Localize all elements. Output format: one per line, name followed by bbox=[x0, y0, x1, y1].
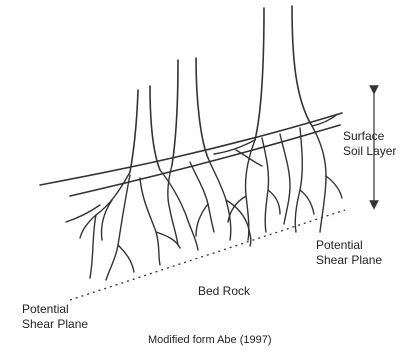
trunk-left-edge bbox=[150, 86, 160, 170]
trunk-right bbox=[255, 8, 264, 140]
surface-line-2: Soil Layer bbox=[343, 144, 396, 159]
shear-plane-label-left: Potential Shear Plane bbox=[22, 302, 88, 332]
surface-line-1: Surface bbox=[343, 129, 396, 144]
trunk-middle-edge bbox=[196, 58, 208, 158]
bed-rock-label: Bed Rock bbox=[198, 284, 250, 299]
figure-caption: Modified form Abe (1997) bbox=[148, 333, 272, 348]
trunk-left bbox=[130, 90, 138, 172]
root-system bbox=[66, 114, 342, 280]
trunk-middle bbox=[172, 60, 178, 165]
shear-left-line-1: Potential bbox=[22, 302, 88, 317]
shear-left-line-2: Shear Plane bbox=[22, 317, 88, 332]
surface-soil-layer-label: Surface Soil Layer bbox=[343, 129, 396, 159]
trunk-right-edge bbox=[292, 6, 312, 126]
shear-right-line-1: Potential bbox=[316, 238, 382, 253]
ground-surface bbox=[40, 113, 342, 196]
shear-right-line-2: Shear Plane bbox=[316, 253, 382, 268]
shear-plane-label-right: Potential Shear Plane bbox=[316, 238, 382, 268]
